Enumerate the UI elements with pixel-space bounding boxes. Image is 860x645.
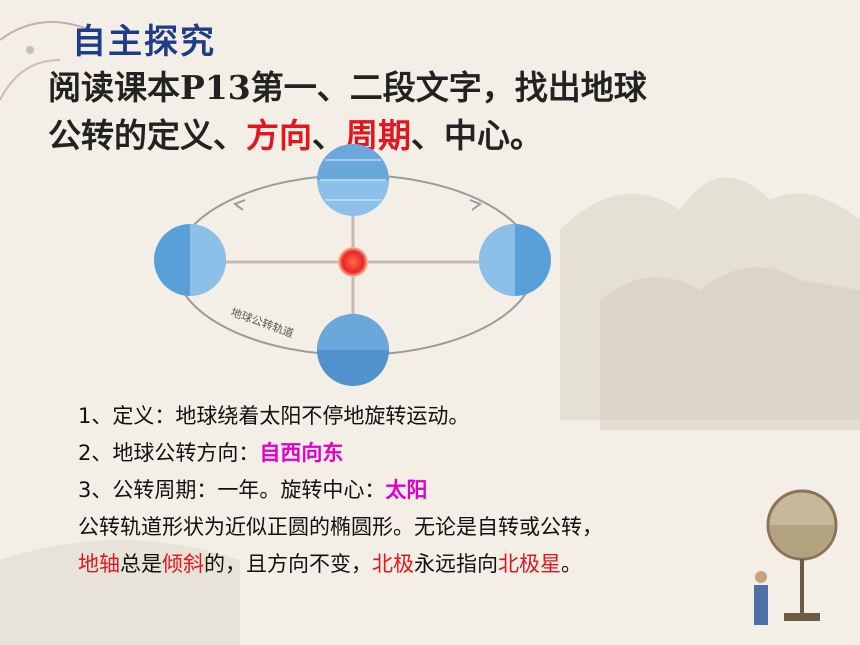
answer-line-1: 1、定义：地球绕着太阳不停地旋转运动。: [78, 404, 470, 428]
page-title: 自主探究: [72, 22, 216, 62]
earth-globe-left: [154, 224, 226, 296]
answer-line-3: 3、公转周期：一年。旋转中心：太阳: [78, 472, 778, 509]
answer-line-2: 2、地球公转方向：自西向东: [78, 435, 778, 472]
earth-globe-bottom: [317, 314, 389, 386]
keyword-north-pole: 北极: [372, 552, 414, 576]
answer-text: 永远指向: [414, 552, 498, 576]
answer-text: 的，且方向不变，: [204, 552, 372, 576]
keyword-tilted: 倾斜: [162, 552, 204, 576]
answer-line-5: 地轴总是倾斜的，且方向不变，北极永远指向北极星。: [78, 546, 778, 583]
answer-text: 总是: [120, 552, 162, 576]
intro-line-1: 阅读课本P13第一、二段文字，找出地球: [48, 68, 647, 107]
keyword-axis: 地轴: [78, 552, 120, 576]
answer-text: 3、公转周期：一年。旋转中心：: [78, 478, 386, 502]
intro-text: 阅读课本P13第一、二段文字，找出地球 公转的定义、方向、周期、中心。: [48, 64, 808, 160]
orbit-label: 地球公转轨道: [229, 305, 296, 341]
earth-revolution-diagram: 地球公转轨道: [154, 144, 551, 386]
keyword-direction: 方向: [246, 116, 312, 155]
answer-direction: 自西向东: [259, 441, 344, 465]
answer-line-4: 公转轨道形状为近似正圆的椭圆形。无论是自转或公转，: [78, 515, 603, 539]
orbit-arrow: [469, 199, 483, 211]
earth-globe-top: [317, 144, 389, 216]
answers-block: 1、定义：地球绕着太阳不停地旋转运动。 2、地球公转方向：自西向东 3、公转周期…: [78, 398, 778, 583]
sun: [338, 247, 368, 277]
orbit-arrow: [232, 199, 246, 211]
intro-text-part: 、中心。: [411, 116, 543, 155]
intro-text-part: 公转的定义、: [48, 116, 246, 155]
answer-center: 太阳: [385, 478, 428, 502]
answer-text: 2、地球公转方向：: [78, 441, 260, 465]
globe-figure-decoration: [754, 489, 838, 625]
answer-text: 。: [561, 552, 582, 576]
keyword-polaris: 北极星: [498, 552, 561, 576]
intro-line-2: 公转的定义、方向、周期、中心。: [48, 112, 808, 160]
earth-globe-right: [479, 224, 551, 296]
